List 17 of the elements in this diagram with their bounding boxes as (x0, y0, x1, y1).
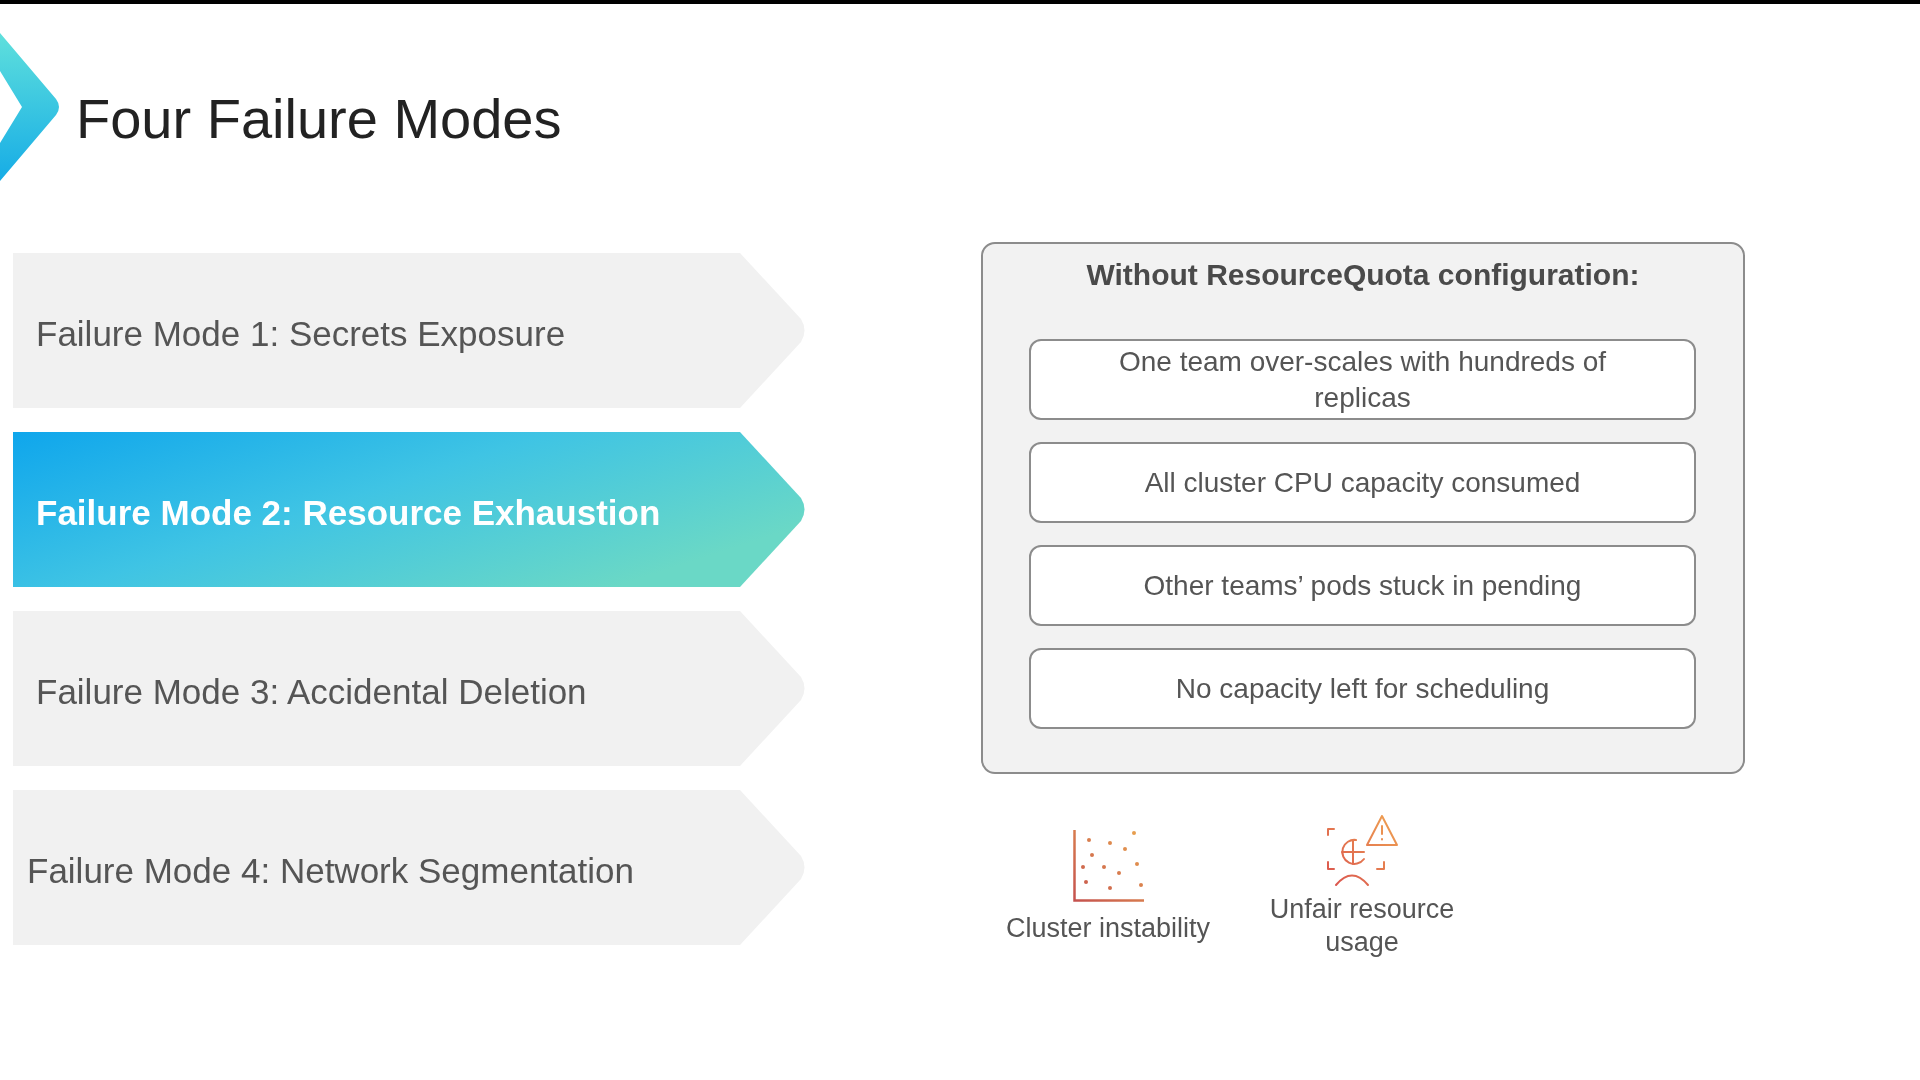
statement-box (1029, 545, 1696, 626)
failure-mode-label: Failure Mode 2: Resource Exhaustion (36, 491, 661, 534)
icon-caption: Cluster instability (1005, 912, 1211, 945)
icon-caption: Unfair resource usage (1268, 893, 1456, 959)
statement-box (1029, 442, 1696, 523)
statement-text: No capacity left for scheduling (1175, 671, 1550, 706)
failure-mode-label: Failure Mode 1: Secrets Exposure (36, 312, 566, 355)
failure-mode-label: Failure Mode 4: Network Segmentation (27, 849, 634, 892)
statement-text: Other teams’ pods stuck in pending (1143, 568, 1582, 603)
failure-mode-label: Failure Mode 3: Accidental Deletion (36, 670, 587, 713)
panel-heading: Without ResourceQuota configuration: (1086, 257, 1640, 293)
slide-title: Four Failure Modes (76, 86, 562, 152)
statement-text: One team over-scales with hundreds of replicas (1117, 344, 1608, 415)
info-panel (981, 242, 1745, 774)
statement-box (1029, 339, 1696, 420)
statement-box (1029, 648, 1696, 729)
statement-text: All cluster CPU capacity consumed (1144, 465, 1581, 500)
